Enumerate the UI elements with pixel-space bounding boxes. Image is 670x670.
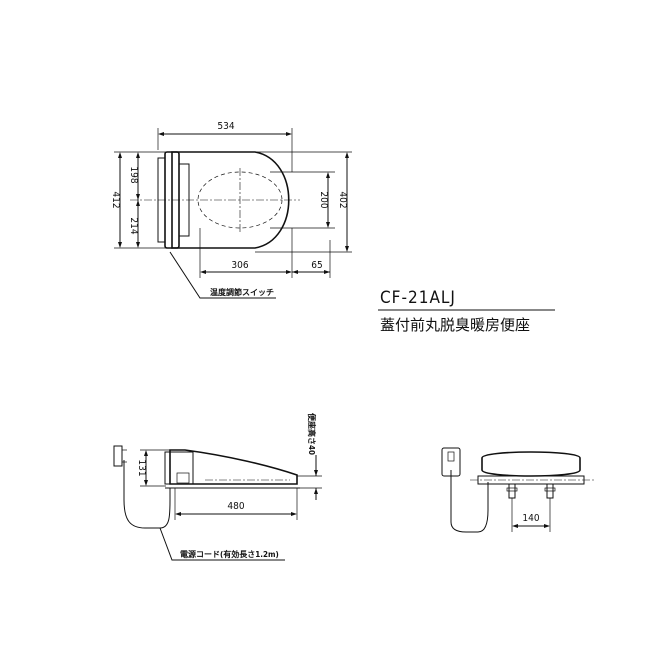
dim-height: 131 — [136, 459, 147, 476]
dim-front-margin: 65 — [311, 260, 322, 271]
cord-leader — [159, 527, 285, 561]
side-view: 131 便座高さ40 480 電源コード(有効長さ1.2m) — [113, 413, 322, 561]
control-unit-side — [164, 451, 194, 485]
product-name: 蓋付前丸脱臭暖房便座 — [380, 316, 530, 334]
top-view: 534 412 198 214 200 402 30 — [110, 121, 352, 299]
title-block: CF-21ALJ 蓋付前丸脱臭暖房便座 — [378, 288, 555, 334]
dim-cord-height: 便座高さ40 — [307, 413, 317, 455]
dim-rear-depth: 198 — [128, 166, 139, 183]
dim-opening-depth: 200 — [318, 191, 329, 208]
front-view: 140 — [441, 447, 595, 533]
dim-total-depth: 412 — [110, 191, 121, 208]
model-number: CF-21ALJ — [380, 288, 456, 308]
dim-opening-length: 306 — [231, 260, 248, 271]
seat-body-side — [169, 449, 298, 485]
power-cord-front — [450, 470, 489, 533]
dim-fixing-pitch: 140 — [522, 513, 539, 524]
seat-outline — [171, 151, 290, 249]
seat-body-front — [481, 451, 581, 477]
cord-label: 電源コード(有効長さ1.2m) — [180, 549, 279, 559]
dim-length: 480 — [227, 501, 244, 512]
switch-label: 温度調節スイッチ — [210, 287, 274, 297]
power-cord — [123, 460, 171, 529]
dim-front-depth: 214 — [128, 217, 139, 234]
dim-width: 534 — [217, 121, 234, 132]
dim-seat-depth: 402 — [337, 191, 348, 208]
switch-leader — [169, 251, 276, 299]
outlet — [113, 445, 123, 467]
